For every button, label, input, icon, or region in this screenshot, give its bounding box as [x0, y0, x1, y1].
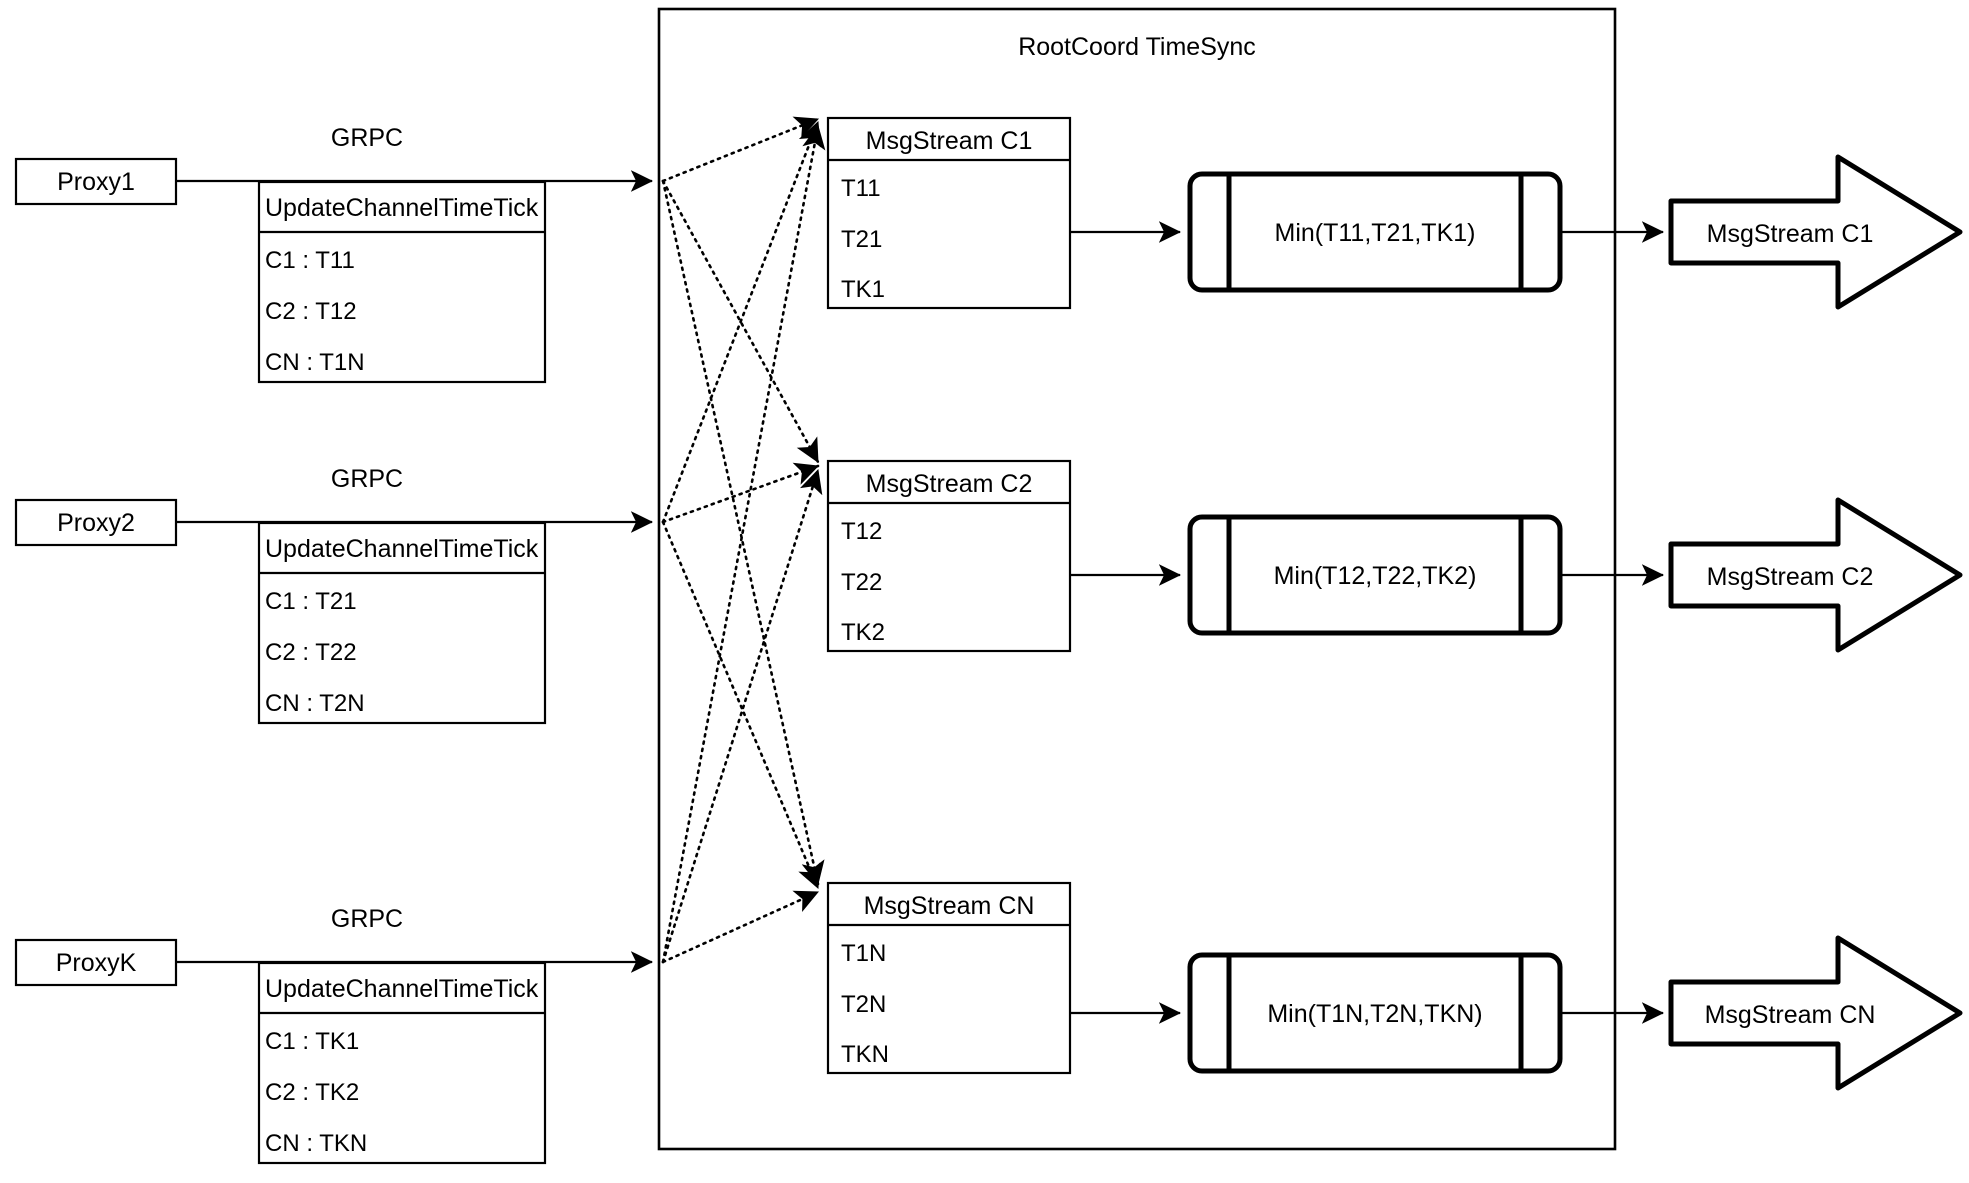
proxy-label-3: ProxyK	[56, 949, 137, 977]
rpc-row-2-0: C1 : T21	[265, 588, 357, 615]
rpc-header-3: UpdateChannelTimeTick	[265, 975, 539, 1003]
container-title: RootCoord TimeSync	[1018, 33, 1256, 61]
msgstream-row-1-2: TK1	[841, 276, 885, 303]
msgstream-table-3: MsgStream CN T1N T2N TKN	[826, 881, 1072, 1075]
channel-group-2: MsgStream C2 T12 T22 TK2 Min(T12,T22,TK2…	[826, 459, 1963, 653]
msgstream-table-2: MsgStream C2 T12 T22 TK2	[826, 459, 1072, 653]
output-label-3: MsgStream CN	[1705, 1001, 1876, 1029]
min-process-3: Min(T1N,T2N,TKN)	[1187, 952, 1563, 1074]
msgstream-row-1-0: T11	[841, 175, 881, 202]
min-label-3: Min(T1N,T2N,TKN)	[1267, 1000, 1482, 1028]
msgstream-row-3-2: TKN	[841, 1041, 889, 1068]
channel-group-1: MsgStream C1 T11 T21 TK1 Min(T11,T21,TK1…	[826, 116, 1963, 310]
rpc-row-3-0: C1 : TK1	[265, 1028, 359, 1055]
proxy-box-3[interactable]: ProxyK	[14, 938, 178, 987]
grpc-label-3: GRPC	[331, 905, 403, 933]
timetick-routing-edges	[661, 116, 826, 964]
output-block-arrow-2: MsgStream C2	[1668, 497, 1963, 653]
grpc-label-2: GRPC	[331, 465, 403, 493]
msgstream-header-2: MsgStream C2	[866, 470, 1033, 498]
min-label-2: Min(T12,T22,TK2)	[1274, 562, 1477, 590]
msgstream-row-2-2: TK2	[841, 619, 885, 646]
output-block-arrow-1: MsgStream C1	[1668, 154, 1963, 310]
rpc-header-2: UpdateChannelTimeTick	[265, 535, 539, 563]
output-label-1: MsgStream C1	[1707, 220, 1874, 248]
rpc-row-1-0: C1 : T11	[265, 247, 355, 274]
msgstream-row-3-0: T1N	[841, 940, 886, 967]
msgstream-row-2-1: T22	[841, 569, 882, 596]
msgstream-row-2-0: T12	[841, 518, 882, 545]
msgstream-row-1-1: T21	[841, 226, 882, 253]
rpc-row-2-2: CN : T2N	[265, 690, 365, 717]
output-label-2: MsgStream C2	[1707, 563, 1874, 591]
rpc-row-2-1: C2 : T22	[265, 639, 357, 666]
msgstream-table-1: MsgStream C1 T11 T21 TK1	[826, 116, 1072, 310]
rpc-row-1-2: CN : T1N	[265, 349, 365, 376]
rpc-row-3-2: CN : TKN	[265, 1130, 367, 1157]
rpc-row-3-1: C2 : TK2	[265, 1079, 359, 1106]
proxy-group-2: Proxy2 GRPC UpdateChannelTimeTick C1 : T…	[14, 465, 654, 725]
min-label-1: Min(T11,T21,TK1)	[1275, 219, 1476, 247]
proxy-group-1: Proxy1 GRPC UpdateChannelTimeTick C1 : T…	[14, 124, 654, 384]
rpc-table-2: UpdateChannelTimeTick C1 : T21 C2 : T22 …	[257, 521, 547, 725]
proxy-box-2[interactable]: Proxy2	[14, 498, 178, 547]
grpc-label-1: GRPC	[331, 124, 403, 152]
proxy-label-2: Proxy2	[57, 509, 135, 537]
rpc-table-3: UpdateChannelTimeTick C1 : TK1 C2 : TK2 …	[257, 961, 547, 1165]
rpc-row-1-1: C2 : T12	[265, 298, 357, 325]
rpc-header-1: UpdateChannelTimeTick	[265, 194, 539, 222]
msgstream-header-3: MsgStream CN	[864, 892, 1035, 920]
channel-group-3: MsgStream CN T1N T2N TKN Min(T1N,T2N,TKN…	[826, 881, 1963, 1091]
output-block-arrow-3: MsgStream CN	[1668, 935, 1963, 1091]
proxy-label-1: Proxy1	[57, 168, 135, 196]
msgstream-row-3-1: T2N	[841, 991, 886, 1018]
rpc-table-1: UpdateChannelTimeTick C1 : T11 C2 : T12 …	[257, 180, 547, 384]
proxy-group-3: ProxyK GRPC UpdateChannelTimeTick C1 : T…	[14, 905, 654, 1165]
msgstream-header-1: MsgStream C1	[866, 127, 1033, 155]
min-process-1: Min(T11,T21,TK1)	[1187, 171, 1563, 293]
min-process-2: Min(T12,T22,TK2)	[1187, 514, 1563, 636]
proxy-box-1[interactable]: Proxy1	[14, 157, 178, 206]
